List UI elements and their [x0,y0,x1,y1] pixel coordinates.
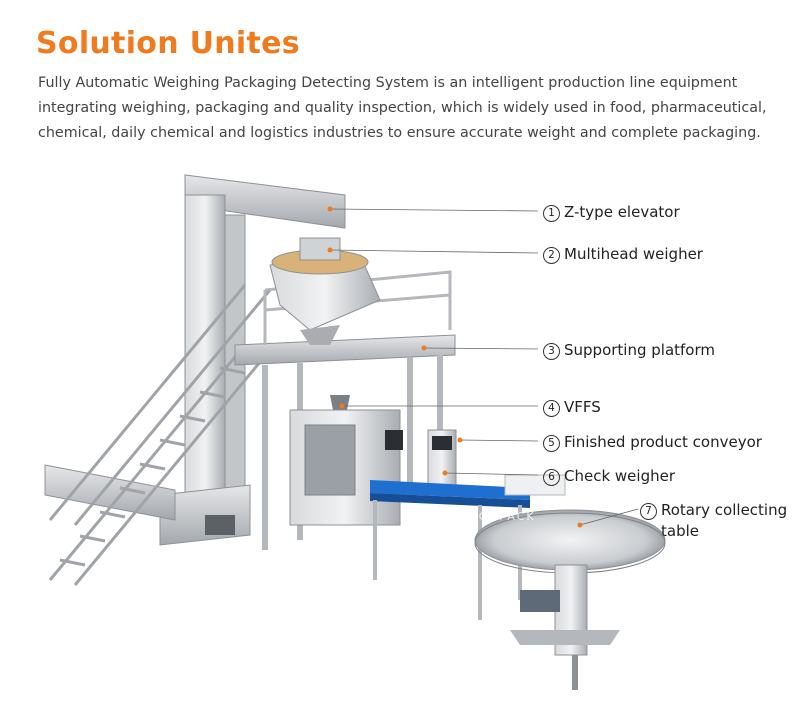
callout-text: Multihead weigher [564,245,703,263]
supporting-platform [234,270,456,550]
multihead-weigher [269,237,381,345]
leader-lines [329,208,639,526]
callout-number: 1 [543,205,560,222]
description: Fully Automatic Weighing Packaging Detec… [38,71,798,146]
callout-text: Rotary collecting [661,501,788,519]
page-title: Solution Unites [36,26,300,61]
staircase [48,284,272,586]
callout-text: Z-type elevator [564,203,680,221]
callout-dots [327,206,583,528]
description-line: integrating weighing, packaging and qual… [38,100,767,116]
callout-number: 2 [543,247,560,264]
z-elevator [44,174,346,546]
callout-text: Finished product conveyor [564,433,762,451]
watermark-text: TOUPACK [470,510,536,523]
callout-number: 7 [640,503,657,520]
callout-text: VFFS [564,398,601,416]
rotary-collecting-table [474,509,666,690]
callout-number: 4 [543,400,560,417]
callout-number: 6 [543,469,560,486]
callout-number: 3 [543,343,560,360]
callout-text: Supporting platform [564,341,715,359]
callout-number: 5 [543,435,560,452]
description-line: Fully Automatic Weighing Packaging Detec… [38,75,738,91]
description-line: chemical, daily chemical and logistics i… [38,125,761,141]
callout-text: Check weigher [564,467,675,485]
callout-text: table [661,522,699,540]
production-line-illustration [44,174,666,690]
vffs [289,395,403,526]
